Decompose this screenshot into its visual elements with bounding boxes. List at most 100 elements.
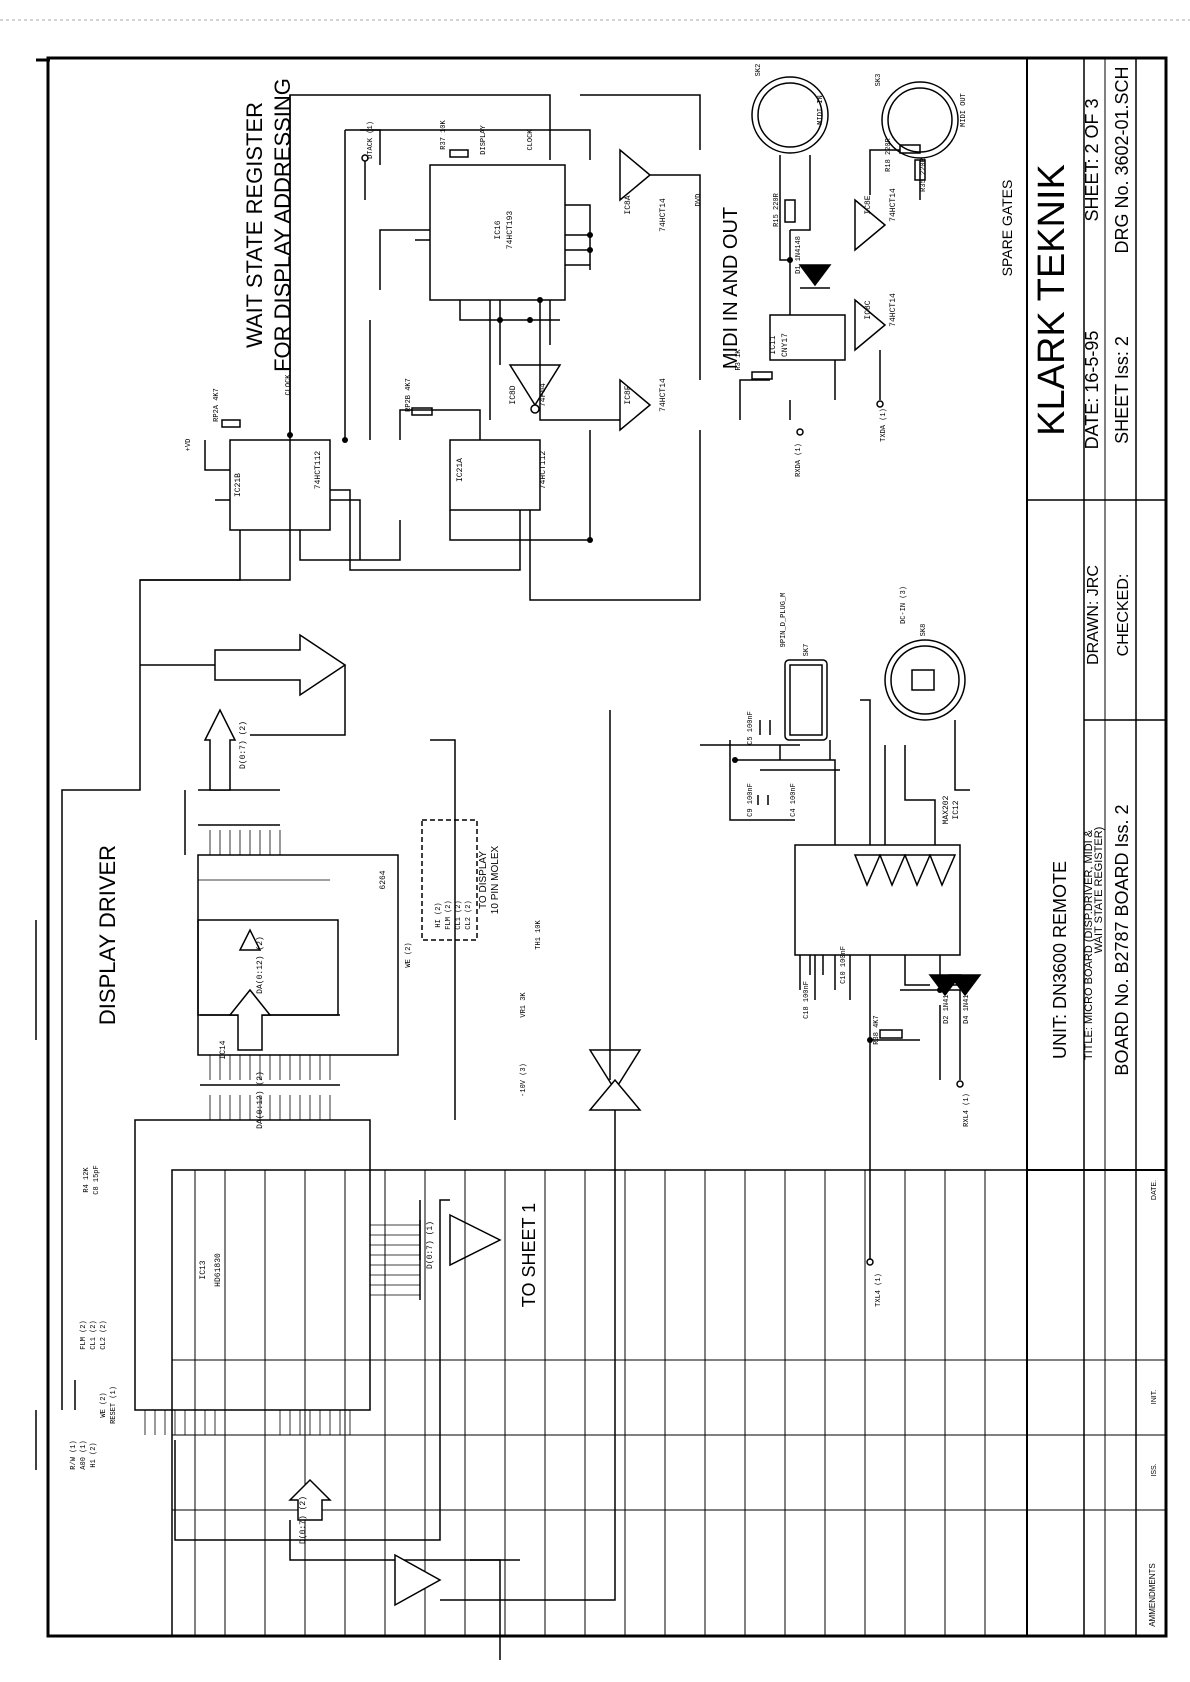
r38-label: R38 4K7: [873, 1015, 881, 1044]
net-dtack: DTACK (1): [367, 121, 375, 159]
drawn-by: DRAWN: JRC: [1085, 565, 1102, 665]
net-neg10v: -10V (3): [520, 1063, 528, 1097]
thermistor-label: TH1 10K: [535, 919, 543, 949]
sk8-label: SK8: [920, 624, 928, 637]
net-hi: HI (2): [435, 902, 443, 927]
bus-d-sheet1: D(0:7) (1): [426, 1221, 435, 1269]
ic8f-label: IC8F: [624, 385, 633, 404]
net-we-2: WE (2): [100, 1392, 108, 1417]
net-cl2: CL2 (2): [465, 900, 473, 929]
ic8d-part: 74F04: [539, 383, 548, 407]
ic16-label: IC16: [494, 220, 503, 239]
r4-label: R4 12K: [83, 1167, 91, 1193]
net-clock: CLOCK: [527, 129, 535, 151]
title-line-2: WAIT STATE REGISTER): [1093, 827, 1105, 954]
sheet-number: SHEET: 2 OF 3: [1082, 98, 1102, 221]
sk7-type-label: 9PIN_D_PLUG_M: [780, 593, 788, 648]
heading-midi: MIDI IN AND OUT: [720, 207, 742, 369]
ic16-part: 74HCT193: [506, 211, 515, 250]
net-txl4: TXL4 (1): [875, 1273, 883, 1307]
title-line-1: TITLE: MICRO BOARD (DISP.DRIVER, MIDI &: [1083, 829, 1095, 1060]
d4-label: D4 1N4148: [963, 986, 971, 1024]
rp2b-label: RP2B 4K7: [405, 378, 413, 412]
ic8e-gate: [854, 198, 887, 252]
amendments-table: [171, 1169, 1167, 1637]
ic8d-gate: [508, 364, 562, 407]
ic14-label: IC14: [219, 1040, 228, 1059]
rp2a-label: RP2A 4K7: [213, 388, 221, 422]
ic8a-gate: [619, 148, 652, 202]
net-cl1: CL1 (2): [455, 900, 463, 929]
c4-label: C4 100nF: [790, 783, 798, 817]
ic8e-label: IC8E: [864, 195, 873, 214]
c18-label: C18 100nF: [803, 981, 811, 1019]
net-a00: A00 (1): [80, 1440, 88, 1469]
net-cl1-2: CL1 (2): [90, 1320, 98, 1349]
net-flm: FLM (2): [445, 900, 453, 929]
heading-spare-gates: SPARE GATES: [999, 180, 1015, 277]
r37-label: R37 10K: [440, 119, 448, 149]
ic8d-label: IC8D: [509, 385, 518, 404]
ic16-block: [429, 164, 566, 301]
net-we: WE (2): [405, 942, 413, 967]
net-vd: +VD: [185, 439, 193, 452]
unit-label: UNIT: DN3600 REMOTE: [1050, 861, 1070, 1059]
c5-label: C5 100nF: [747, 711, 755, 745]
d1-label: D1 1N4148: [795, 236, 803, 274]
heading-wait-state-1: WAIT STATE REGISTER: [242, 102, 267, 348]
ic8c-label: IC8C: [864, 300, 873, 319]
ic11-optocoupler: [769, 314, 846, 361]
ic8f-part: 74HCT14: [659, 378, 668, 412]
sk7-label: SK7: [803, 644, 811, 657]
sheet-border: [46, 56, 1168, 1638]
net-reset: RESET (1): [110, 1386, 118, 1424]
r35-label: R35 220R: [920, 157, 928, 191]
sheet-issue: SHEET Iss: 2: [1112, 336, 1132, 444]
heading-display-driver: DISPLAY DRIVER: [95, 845, 120, 1025]
ic13-label: IC13: [199, 1260, 208, 1279]
sk2-din-socket: [751, 76, 829, 154]
heading-to-sheet-1: TO SHEET 1: [519, 1203, 539, 1307]
d2-label: D2 1N4148: [943, 986, 951, 1024]
ic21b-part: 74HCT112: [314, 451, 323, 490]
sk3-din-socket: [881, 81, 959, 159]
sk3-label: SK3: [875, 74, 883, 87]
bus-da-2: DA(0:12) (2): [256, 936, 265, 994]
heading-wait-state-2: FOR DISPLAY ADDRESSING: [270, 78, 295, 372]
ic12-block: [794, 844, 961, 956]
drawing-number: DRG No. 3602-01.SCH: [1112, 66, 1132, 253]
checked-by: CHECKED:: [1115, 574, 1132, 657]
ic12-label: IC12: [952, 800, 961, 819]
sk7-d-plug: [784, 659, 828, 741]
display-connector: [421, 819, 478, 941]
ic14-block: [197, 854, 399, 1056]
ic13-block: [134, 1119, 371, 1411]
ic8c-part: 74HCT14: [889, 293, 898, 327]
vr1-label: VR1 3K: [520, 992, 528, 1018]
c9-label: C9 100nF: [747, 783, 755, 817]
r18-label: R18 220R: [885, 137, 893, 171]
net-dvd: DVD: [695, 194, 703, 207]
ic13-part: HD61830: [214, 1253, 223, 1287]
bus-d-top: D(0:7) (2): [239, 721, 248, 769]
rs232-wiring: [700, 639, 982, 1266]
c10-label: C10 100nF: [840, 946, 848, 984]
amendments-col-init: INIT.: [1151, 1390, 1158, 1404]
sk8-dc-socket: [884, 639, 966, 721]
ic21a-part: 74HCT112: [539, 451, 548, 490]
net-display: DISPLAY: [480, 124, 488, 154]
net-rxl4: RXL4 (1): [963, 1093, 971, 1127]
ic11-label: IC11: [769, 335, 778, 354]
ic14-part: 6264: [379, 870, 388, 889]
board-number: BOARD No. B2787 BOARD Iss. 2: [1112, 804, 1132, 1075]
drawing-date: DATE: 16-5-95: [1082, 331, 1102, 450]
brand-klark-teknik: KLARK TEKNIK: [1031, 164, 1073, 436]
ic8e-part: 74HCT14: [889, 188, 898, 222]
ic21b-label: IC21B: [234, 473, 243, 497]
r3-label: R3 1K: [735, 349, 743, 371]
net-rxda: RXDA (1): [795, 443, 803, 477]
label-10-pin-molex: 10 PIN MOLEX: [490, 845, 501, 914]
bus-d-bottom: D(0:7) (2): [299, 1496, 308, 1544]
junction-dots: [287, 232, 943, 1043]
